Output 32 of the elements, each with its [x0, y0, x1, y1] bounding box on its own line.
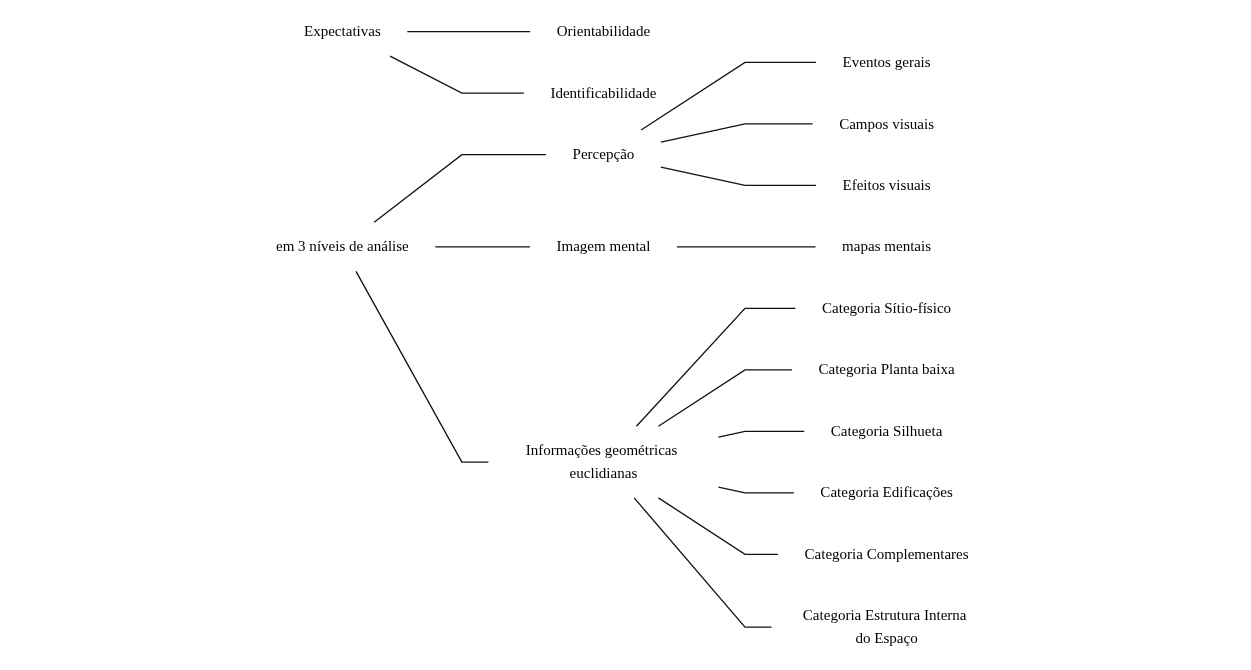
node-text: em 3 níveis de análise	[275, 238, 409, 256]
node-text: Efeitos visuais	[842, 176, 931, 194]
node-text: Identificabilidade	[550, 84, 657, 102]
connector	[657, 369, 793, 427]
connector	[657, 497, 779, 555]
node-text: Categoria Silhueta	[830, 422, 943, 440]
connector	[635, 307, 797, 427]
connector	[717, 430, 805, 438]
connector	[660, 123, 814, 143]
connector	[660, 166, 817, 187]
node-text: Expectativas	[303, 23, 381, 40]
connector	[355, 270, 490, 463]
connector	[434, 246, 531, 248]
node-text: Campos visuais	[839, 115, 934, 133]
node-text: Categoria Estrutura Interna do Espaço	[802, 607, 967, 647]
node-text: Imagem mental	[556, 238, 651, 256]
connector	[676, 246, 817, 248]
node-text: mapas mentais	[842, 238, 932, 256]
node-text: Categoria Complementares	[804, 545, 969, 563]
node-text: Categoria Sítio-físico	[822, 299, 952, 317]
node-text: Percepção	[572, 145, 635, 163]
connector	[373, 153, 547, 223]
node-text: Eventos gerais	[842, 53, 931, 71]
connector	[389, 55, 525, 94]
connector	[640, 61, 817, 131]
node-text: Orientabilidade	[556, 23, 651, 40]
connector	[717, 486, 795, 494]
node-text: Categoria Edificações	[820, 484, 953, 502]
connector	[406, 30, 531, 33]
node-text: Informações geométricas euclidianas	[525, 442, 678, 482]
connector	[633, 497, 773, 628]
node-text: Categoria Planta baixa	[818, 361, 955, 379]
